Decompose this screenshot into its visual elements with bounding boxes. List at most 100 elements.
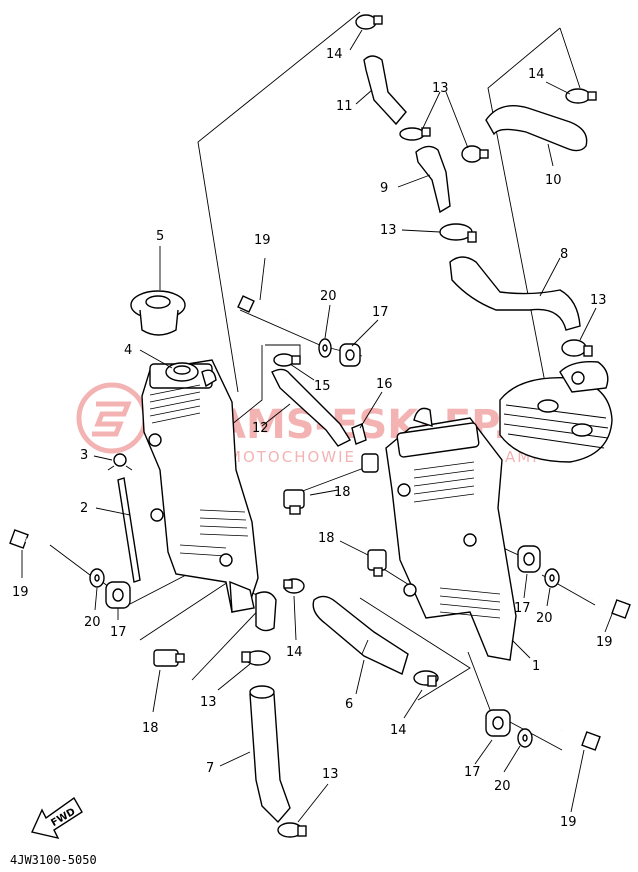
hose-clip-tabs [107,465,133,471]
watermark-logo-mark [92,401,132,437]
grommet-17-upper [339,343,361,367]
ref-line-bolt19-lower [509,721,563,751]
pipe-7-mouth [249,685,275,699]
fwd-arrow-shape [31,796,83,840]
washer-20-right [544,568,560,588]
callout-13-bottom: 13 [322,767,339,782]
hose-12 [271,368,352,447]
ref-line-hose11 [197,11,361,393]
callout-4: 4 [124,343,132,358]
clamp-14-top [355,14,383,30]
cylinder-head-fins [503,404,609,449]
cylinder-head-port-left [537,399,559,413]
clamp-13-right [561,339,593,357]
callout-5: 5 [156,229,164,244]
callout-13-lower-left: 13 [200,695,217,710]
radiator-right [385,407,517,661]
hose-joint-16 [351,423,367,445]
collar-18-mid-right [361,453,379,473]
radiator-right-body [385,417,517,661]
hose-6-ridge [361,639,369,655]
callout-7: 7 [206,761,214,776]
radiator-left-fins [149,384,249,557]
radiator-right-inlet [413,407,433,428]
callout-14-middle: 14 [286,645,303,660]
radiator-left-mount-middle [150,508,164,522]
callout-14-right: 14 [528,67,545,82]
cylinder-head-outlet-hole [571,371,585,385]
callout-17-right: 17 [514,601,531,616]
callout-20-right: 20 [536,611,553,626]
radiator-left [141,359,259,613]
pipe-9 [415,145,451,214]
callout-3: 3 [80,448,88,463]
radiator-left-mount-top [148,433,162,447]
hose-outlet-left [255,591,277,632]
radiator-right-top-tank [396,422,480,458]
clamp-13-upper-right [461,145,489,163]
hose-8 [449,256,581,331]
ref-line-bolt19-upper [239,309,323,347]
radiator-left-mount-lower [219,553,233,567]
clamp-15 [273,353,301,367]
callout-14-lower: 14 [390,723,407,738]
washer-20-lower [517,728,533,748]
clamp-13-bottom [277,822,307,838]
hose-clip-ring [113,453,127,467]
radiator-right-mount-lower [403,583,417,597]
callout-19-lower: 19 [560,815,577,830]
callout-14-top: 14 [326,47,343,62]
hose-6 [312,595,409,675]
bolt-19-left [9,529,55,554]
grommet-17-left [105,581,131,609]
callout-13-middle: 13 [380,223,397,238]
clamp-13-middle [439,223,477,243]
callout-19-upper: 19 [254,233,271,248]
ref-line-clamp15 [265,344,301,360]
callout-2: 2 [80,501,88,516]
callout-17-left: 17 [110,625,127,640]
filler-neck-opening [173,365,191,375]
radiator-right-mount-top [397,483,411,497]
callout-18-left: 18 [142,721,159,736]
callout-13-right: 13 [590,293,607,308]
cylinder-head-port-right [571,423,593,437]
grommet-17-lower [485,709,511,737]
collar-18-right [367,549,387,577]
ref-line-collar18-center [291,464,373,496]
bolt-19-right [591,598,631,619]
pipe-7 [249,688,291,824]
callout-12: 12 [252,421,269,436]
cylinder-head [499,361,613,463]
watermark-logo-ring [76,382,148,454]
ref-line-hose6 [359,597,471,701]
radiator-cap [130,290,186,336]
hose-11 [363,55,407,126]
callout-20-lower: 20 [494,779,511,794]
leader-lines [21,29,613,823]
callout-19-right: 19 [596,635,613,650]
watermark-sub-text: MOTOCHOWIE [228,448,356,466]
bolt-19-upper [237,295,283,322]
callout-8: 8 [560,247,568,262]
callout-9: 9 [380,181,388,196]
callout-15: 15 [314,379,331,394]
callout-18-right: 18 [318,531,335,546]
clamp-14-middle [283,578,305,594]
callout-17-lower: 17 [464,765,481,780]
callout-16: 16 [376,377,393,392]
cylinder-head-body [499,376,613,463]
callout-17-upper: 17 [372,305,389,320]
filler-neck [165,362,217,388]
radiator-left-outlet-stub [229,580,255,613]
callout-13-top: 13 [432,81,449,96]
radiator-cap-top [145,295,171,309]
ref-line-bolt19-left [49,544,91,576]
callouts: 1 2 3 4 5 6 7 8 9 10 11 12 13 13 13 13 1… [12,47,613,830]
clamp-14-lower-right [413,670,439,687]
callout-19-left: 19 [12,585,29,600]
callout-11: 11 [336,99,353,114]
callout-18-center: 18 [334,485,351,500]
